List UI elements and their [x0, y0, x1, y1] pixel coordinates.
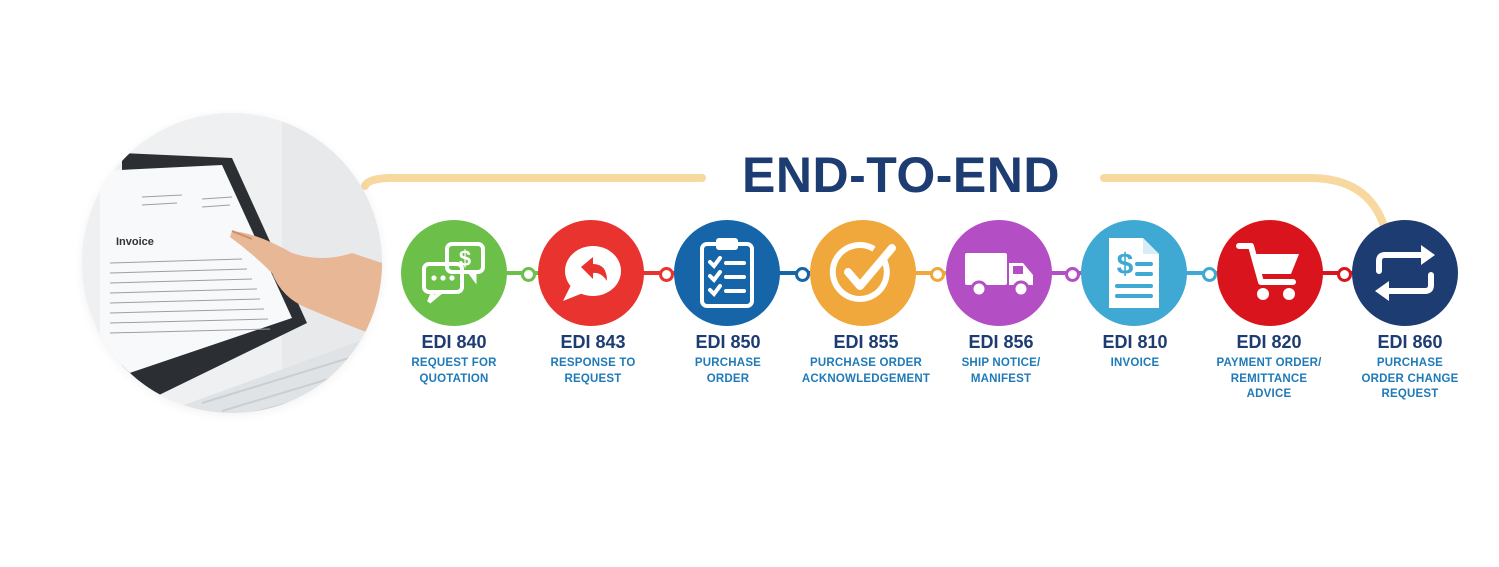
step-desc-line: REQUEST FOR — [411, 357, 497, 369]
step-desc-820: PAYMENT ORDER/ REMITTANCE ADVICE — [1184, 356, 1354, 403]
step-desc-line: SHIP NOTICE/ — [961, 357, 1041, 369]
connector-dot — [1065, 267, 1080, 282]
step-code-820: EDI 820 — [1236, 332, 1302, 352]
step-node-850 — [674, 220, 780, 326]
step-desc-line: REMITTANCE — [1230, 372, 1308, 385]
step-desc-860: PURCHASE ORDER CHANGE REQUEST — [1325, 356, 1495, 403]
step-desc-line: ADVICE — [1246, 388, 1292, 400]
shopping-cart-icon — [1236, 243, 1299, 300]
svg-text:$: $ — [1117, 248, 1134, 281]
connector-dot — [930, 267, 945, 282]
step-code-860: EDI 860 — [1377, 332, 1443, 352]
invoice-document-icon: $ — [1109, 238, 1159, 308]
step-desc-line: PURCHASE — [1376, 357, 1444, 369]
page-title: END-TO-END — [742, 147, 1060, 203]
step-code-855: EDI 855 — [833, 332, 899, 352]
step-desc-line: REQUEST — [564, 372, 622, 385]
step-desc-856: SHIP NOTICE/ MANIFEST — [916, 356, 1086, 387]
step-node-856 — [946, 220, 1052, 326]
invoice-photo: Invoice — [82, 113, 382, 413]
step-desc-line: PURCHASE — [694, 357, 762, 369]
step-code-850: EDI 850 — [695, 332, 761, 352]
step-desc-line: RESPONSE TO — [550, 357, 636, 369]
step-desc-line: ORDER — [706, 372, 750, 385]
step-desc-843: RESPONSE TO REQUEST — [508, 356, 678, 387]
connector-dot — [521, 267, 536, 282]
step-node-810: $ — [1081, 220, 1187, 326]
step-desc-855: PURCHASE ORDER ACKNOWLEDGEMENT — [781, 356, 951, 387]
step-desc-line: MANIFEST — [970, 372, 1032, 385]
step-desc-line: QUOTATION — [419, 372, 489, 385]
step-node-820 — [1217, 220, 1323, 326]
exchange-arrows-icon — [1375, 245, 1435, 301]
step-node-843 — [538, 220, 644, 326]
step-desc-850: PURCHASE ORDER — [643, 356, 813, 387]
step-desc-line: PURCHASE ORDER — [809, 357, 923, 369]
reply-bubble-icon — [563, 246, 621, 301]
step-node-860 — [1352, 220, 1458, 326]
check-circle-icon — [829, 242, 896, 302]
step-desc-840: REQUEST FOR QUOTATION — [369, 356, 539, 387]
truck-icon — [965, 253, 1033, 298]
step-code-856: EDI 856 — [968, 332, 1034, 352]
connector-dot — [659, 267, 674, 282]
step-desc-line: PAYMENT ORDER/ — [1216, 357, 1322, 369]
connector-dot — [1202, 267, 1217, 282]
clipboard-checklist-icon — [700, 238, 754, 308]
step-code-843: EDI 843 — [560, 332, 626, 352]
step-code-840: EDI 840 — [421, 332, 487, 352]
step-desc-line: INVOICE — [1110, 357, 1160, 369]
step-node-840: $ — [401, 220, 507, 326]
step-desc-line: ACKNOWLEDGEMENT — [801, 372, 931, 385]
connector-dot — [1337, 267, 1352, 282]
connector-dot — [795, 267, 810, 282]
step-desc-line: ORDER CHANGE — [1361, 372, 1459, 385]
invoice-screen-title: Invoice — [116, 236, 154, 248]
step-node-855 — [810, 220, 916, 326]
step-desc-line: REQUEST — [1381, 388, 1439, 400]
step-code-810: EDI 810 — [1102, 332, 1168, 352]
chat-dollar-icon: $ — [422, 242, 485, 304]
step-desc-810: INVOICE — [1050, 356, 1220, 372]
